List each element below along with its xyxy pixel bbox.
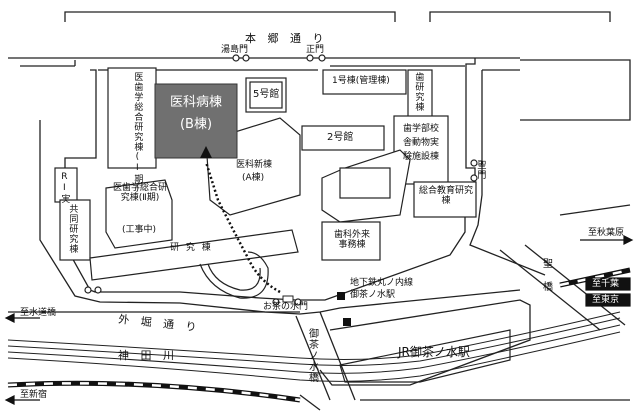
target-building-name[interactable]: 医科病棟 [169, 95, 222, 110]
target-building-box [154, 83, 238, 159]
dental-research-bldg-label: 歯研究棟 [413, 72, 424, 112]
ochanomizu-bridge-label: 御茶ノ水橋 [306, 328, 318, 383]
dental-research-1-label: 医歯学総合研究棟(Ⅰ期) [132, 72, 143, 195]
building-5-label: 5号館 [253, 89, 280, 100]
hongo-dori-label: 本 郷 通 り [245, 32, 328, 45]
yushima-gate-label: 湯島門 [221, 45, 249, 55]
building-1-label: 1号棟(管理棟) [332, 76, 390, 86]
dental-outpatient-label: 歯科外来事務棟 [333, 230, 370, 251]
subway-station-label: 御茶ノ水駅 [350, 290, 396, 300]
jr-station-label: JR御茶ノ水駅 [398, 345, 470, 359]
dental-research-2-label: 医歯学総合研究棟(Ⅱ期) [112, 183, 167, 204]
subway-exit-marker-1 [337, 292, 345, 300]
building-2-label: 2号館 [327, 132, 354, 143]
general-education-label: 総合教育研究棟 [419, 186, 474, 207]
hijiri-bridge-label: 聖 橋 [540, 258, 552, 292]
hijiri-gate-label: 聖門 [475, 160, 486, 180]
to-suidobashi-label: 至水道橋 [20, 308, 57, 318]
ri-lab-label: RI実 [59, 172, 70, 204]
bldg-outline-research-1 [107, 67, 157, 169]
joint-research-label: 共同研究棟 [67, 204, 78, 254]
to-tokyo-label: 至東京 [592, 295, 620, 305]
target-building-sub[interactable]: (B棟) [179, 117, 213, 132]
kanda-river-label: 神 田 川 [118, 349, 178, 362]
subway-label: 地下鉄丸ノ内線 [350, 278, 414, 288]
under-construction-label: (工事中) [122, 225, 157, 235]
medical-new-bldg-sub: (A棟) [242, 173, 265, 183]
railway-line [7, 267, 631, 403]
main-gate-label: 正門 [306, 45, 325, 55]
subway-exit-marker-2 [343, 318, 351, 326]
ochanomizu-gate-label: お茶の水門 [263, 302, 309, 312]
research-bldg-label: 研 究 棟 [170, 243, 213, 253]
to-chiba-label: 至千葉 [592, 279, 620, 289]
medical-new-bldg-label: 医科新棟 [236, 160, 273, 170]
dental-school-animal-label: 歯学部校舎動物実験施設棟 [402, 124, 439, 162]
to-shinjuku-label: 至新宿 [20, 390, 48, 400]
to-akihabara-label: 至秋葉原 [588, 228, 625, 238]
